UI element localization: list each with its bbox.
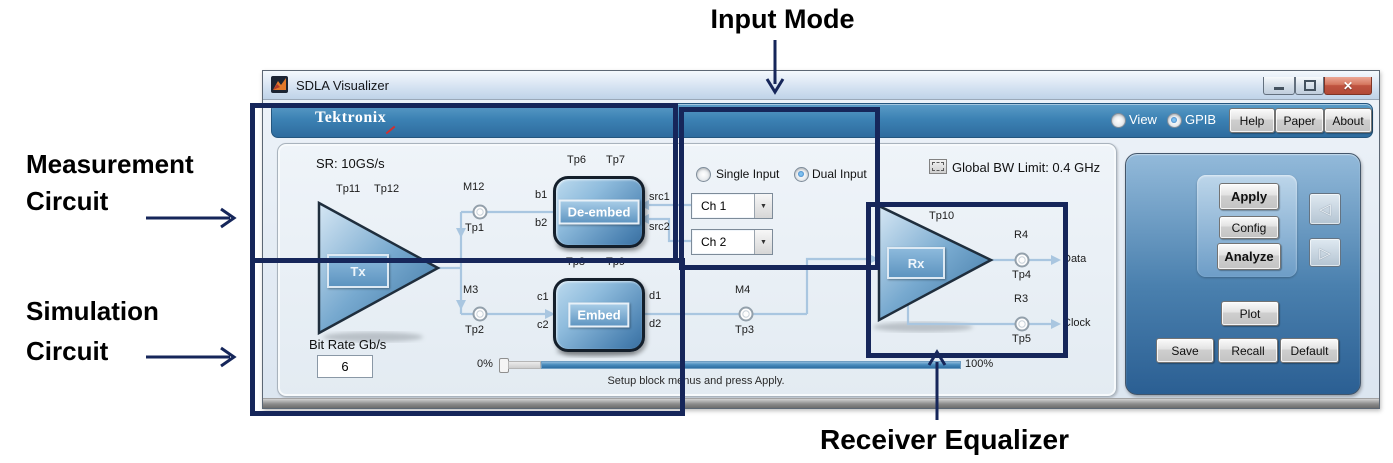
rx-block-button[interactable]: Rx xyxy=(887,247,945,279)
single-input-label: Single Input xyxy=(716,167,780,181)
data-output-label: Data xyxy=(1063,253,1087,265)
gpib-radio[interactable] xyxy=(1167,113,1182,128)
tp11-label: Tp11 xyxy=(336,183,361,195)
tx-block-button[interactable]: Tx xyxy=(327,254,389,288)
deembed-block[interactable]: De-embed xyxy=(553,176,645,248)
c2-port-label: c2 xyxy=(537,319,549,331)
deembed-block-label[interactable]: De-embed xyxy=(558,199,640,225)
d1-port-label: d1 xyxy=(649,290,662,302)
progress-track xyxy=(508,361,541,369)
help-button[interactable]: Help xyxy=(1229,108,1275,133)
dual-input-label: Dual Input xyxy=(812,167,867,181)
c1-port-label: c1 xyxy=(537,291,549,303)
annotation-simulation-line1: Simulation xyxy=(26,296,159,326)
d2-port-label: d2 xyxy=(649,318,662,330)
save-button[interactable]: Save xyxy=(1156,338,1214,363)
plot-button[interactable]: Plot xyxy=(1221,301,1279,326)
clock-output-label: Clock xyxy=(1063,317,1091,329)
tp7-label: Tp7 xyxy=(606,154,625,166)
recall-button[interactable]: Recall xyxy=(1218,338,1278,363)
matlab-icon xyxy=(271,76,288,93)
tp8-label: Tp8 xyxy=(566,256,585,268)
paper-button[interactable]: Paper xyxy=(1275,108,1324,133)
minimize-button[interactable] xyxy=(1263,77,1295,95)
close-icon: ✕ xyxy=(1342,78,1354,93)
title-bar[interactable] xyxy=(263,71,1379,100)
tp3-label: Tp3 xyxy=(735,324,754,336)
tp2-label: Tp2 xyxy=(465,324,484,336)
src2-port-label: src2 xyxy=(649,221,670,233)
prev-button[interactable]: ◁ xyxy=(1309,193,1341,225)
tektronix-banner xyxy=(271,103,1373,138)
tp10-label: Tp10 xyxy=(929,210,955,222)
annotation-simulation-circuit: Simulation Circuit xyxy=(26,291,159,371)
annotation-measurement-line1: Measurement xyxy=(26,149,194,179)
ch2-select-value: Ch 2 xyxy=(701,235,727,249)
m3-label: M3 xyxy=(463,284,479,296)
minimize-icon xyxy=(1274,87,1284,90)
progress-bar xyxy=(541,361,961,369)
tp6-label: Tp6 xyxy=(567,154,586,166)
progress-end-label: 100% xyxy=(965,358,994,370)
r3-label: R3 xyxy=(1014,293,1029,305)
ch1-dropdown-icon[interactable]: ▼ xyxy=(754,194,772,218)
view-radio-label: View xyxy=(1129,112,1157,127)
window-title: SDLA Visualizer xyxy=(296,78,389,93)
maximize-icon xyxy=(1303,80,1316,91)
annotation-measurement-circuit: Measurement Circuit xyxy=(26,146,194,220)
next-arrow-icon: ▷ xyxy=(1319,244,1331,262)
config-button[interactable]: Config xyxy=(1219,216,1279,239)
embed-block-label[interactable]: Embed xyxy=(568,302,630,328)
global-bw-label: Global BW Limit: 0.4 GHz xyxy=(952,160,1101,175)
m4-label: M4 xyxy=(735,284,751,296)
analyze-button[interactable]: Analyze xyxy=(1217,243,1281,270)
bit-rate-input[interactable] xyxy=(317,355,373,378)
tp1-label: Tp1 xyxy=(465,222,484,234)
src1-port-label: src1 xyxy=(649,191,670,203)
apply-button[interactable]: Apply xyxy=(1219,183,1279,210)
maximize-button[interactable] xyxy=(1295,77,1324,95)
global-bw-icon[interactable] xyxy=(929,159,947,174)
annotation-input-mode: Input Mode xyxy=(710,4,855,34)
annotation-measurement-line2: Circuit xyxy=(26,186,109,216)
tp12-label: Tp12 xyxy=(374,183,400,195)
gpib-radio-label: GPIB xyxy=(1185,112,1217,127)
close-button[interactable]: ✕ xyxy=(1324,77,1372,95)
about-button[interactable]: About xyxy=(1324,108,1372,133)
view-radio[interactable] xyxy=(1111,113,1126,128)
app-window: SDLA Visualizer ✕ Tektronix View GPIB He… xyxy=(262,70,1380,409)
dual-input-radio[interactable] xyxy=(794,167,809,182)
m12-label: M12 xyxy=(463,181,485,193)
single-input-radio[interactable] xyxy=(696,167,711,182)
b1-port-label: b1 xyxy=(535,189,548,201)
annotation-receiver-equalizer: Receiver Equalizer xyxy=(820,424,1070,455)
ch1-select-value: Ch 1 xyxy=(701,199,727,213)
tp5-label: Tp5 xyxy=(1012,333,1031,345)
bit-rate-label: Bit Rate Gb/s xyxy=(309,337,387,352)
r4-label: R4 xyxy=(1014,229,1029,241)
sample-rate-label: SR: 10GS/s xyxy=(316,156,385,171)
annotation-simulation-line2: Circuit xyxy=(26,336,109,366)
tektronix-logo: Tektronix xyxy=(315,109,387,126)
next-button[interactable]: ▷ xyxy=(1309,238,1341,267)
tp9-label: Tp9 xyxy=(606,256,625,268)
progress-start-label: 0% xyxy=(477,358,493,370)
ch2-dropdown-icon[interactable]: ▼ xyxy=(754,230,772,254)
embed-block[interactable]: Embed xyxy=(553,278,645,352)
default-button[interactable]: Default xyxy=(1280,338,1339,363)
tp4-label: Tp4 xyxy=(1012,269,1031,281)
window-bottom-frame xyxy=(263,398,1379,408)
status-text: Setup block menus and press Apply. xyxy=(607,375,785,387)
ch2-select[interactable]: Ch 2 ▼ xyxy=(691,229,773,255)
ch1-select[interactable]: Ch 1 ▼ xyxy=(691,193,773,219)
prev-arrow-icon: ◁ xyxy=(1319,201,1331,218)
b2-port-label: b2 xyxy=(535,217,548,229)
